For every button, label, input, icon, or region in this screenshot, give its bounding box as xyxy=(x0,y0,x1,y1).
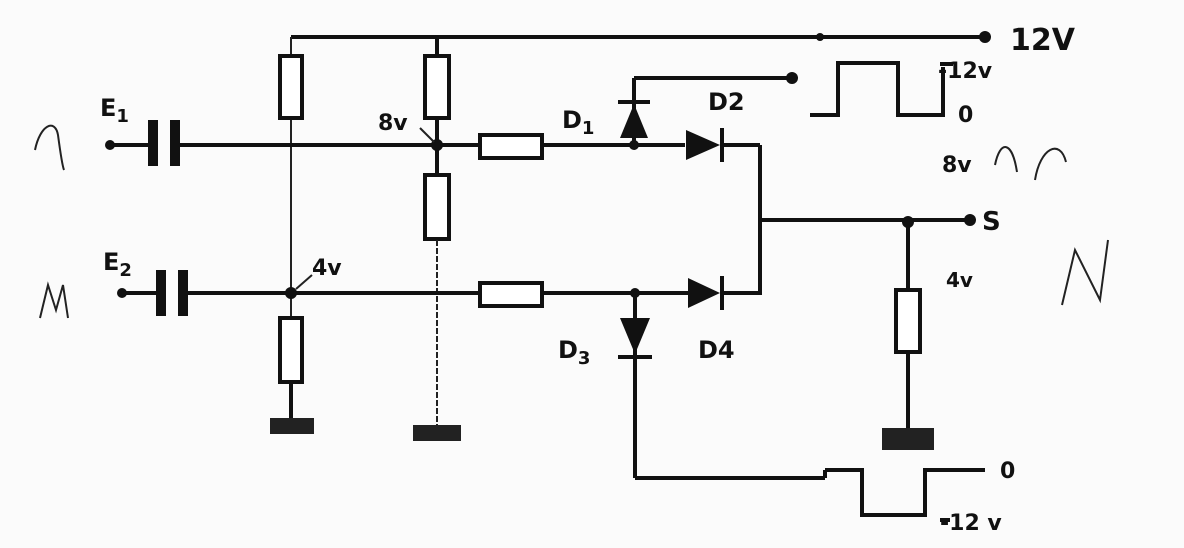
resistor xyxy=(478,133,544,160)
supply-label: 12V xyxy=(1010,23,1076,58)
node-4v-label: 4v xyxy=(312,256,342,281)
diode-d2 xyxy=(686,128,762,295)
middle-divider xyxy=(413,37,461,441)
diode-d3 xyxy=(618,293,825,480)
d3-label: D3 xyxy=(558,336,590,369)
waveform-top-low-label: 0 xyxy=(958,103,973,128)
d1-label: D1 xyxy=(562,106,594,139)
output-s-label: S xyxy=(982,207,1001,237)
ground-symbol xyxy=(413,425,461,441)
supply-rail xyxy=(291,31,991,43)
d4-label: D4 xyxy=(698,336,735,364)
output-8v-wave-sketch xyxy=(994,146,1067,181)
resistor xyxy=(278,54,304,120)
e2-branch xyxy=(117,270,688,316)
ground-symbol xyxy=(270,418,314,434)
resistor xyxy=(423,173,451,241)
ground-symbol xyxy=(882,428,934,450)
diode-d4 xyxy=(688,276,760,310)
waveform-bottom-low-label: -12 v xyxy=(940,511,1002,536)
d2-label: D2 xyxy=(708,88,745,116)
resistor xyxy=(278,316,304,384)
output-8v-label: 8v xyxy=(942,153,972,178)
node-8v-label: 8v xyxy=(378,111,408,136)
e2-label: E2 xyxy=(103,248,132,281)
waveform-top xyxy=(810,61,953,117)
waveform-bottom-high-label: 0 xyxy=(1000,459,1015,484)
e2-wave-sketch xyxy=(39,281,69,319)
e1-wave-sketch xyxy=(34,124,65,171)
resistor xyxy=(894,288,922,354)
output-node xyxy=(760,214,976,450)
handwritten-sketches xyxy=(34,124,1109,319)
resistor xyxy=(478,281,544,308)
waveform-top-high-label: -12v xyxy=(938,59,993,84)
e1-branch xyxy=(105,120,685,166)
output-wave-sketch xyxy=(1061,239,1109,306)
diode-d1 xyxy=(618,72,798,145)
waveform-bottom xyxy=(823,468,985,522)
left-divider xyxy=(270,37,314,434)
resistor xyxy=(423,54,451,120)
e1-label: E1 xyxy=(100,94,129,127)
output-4v-label: 4v xyxy=(946,268,973,292)
